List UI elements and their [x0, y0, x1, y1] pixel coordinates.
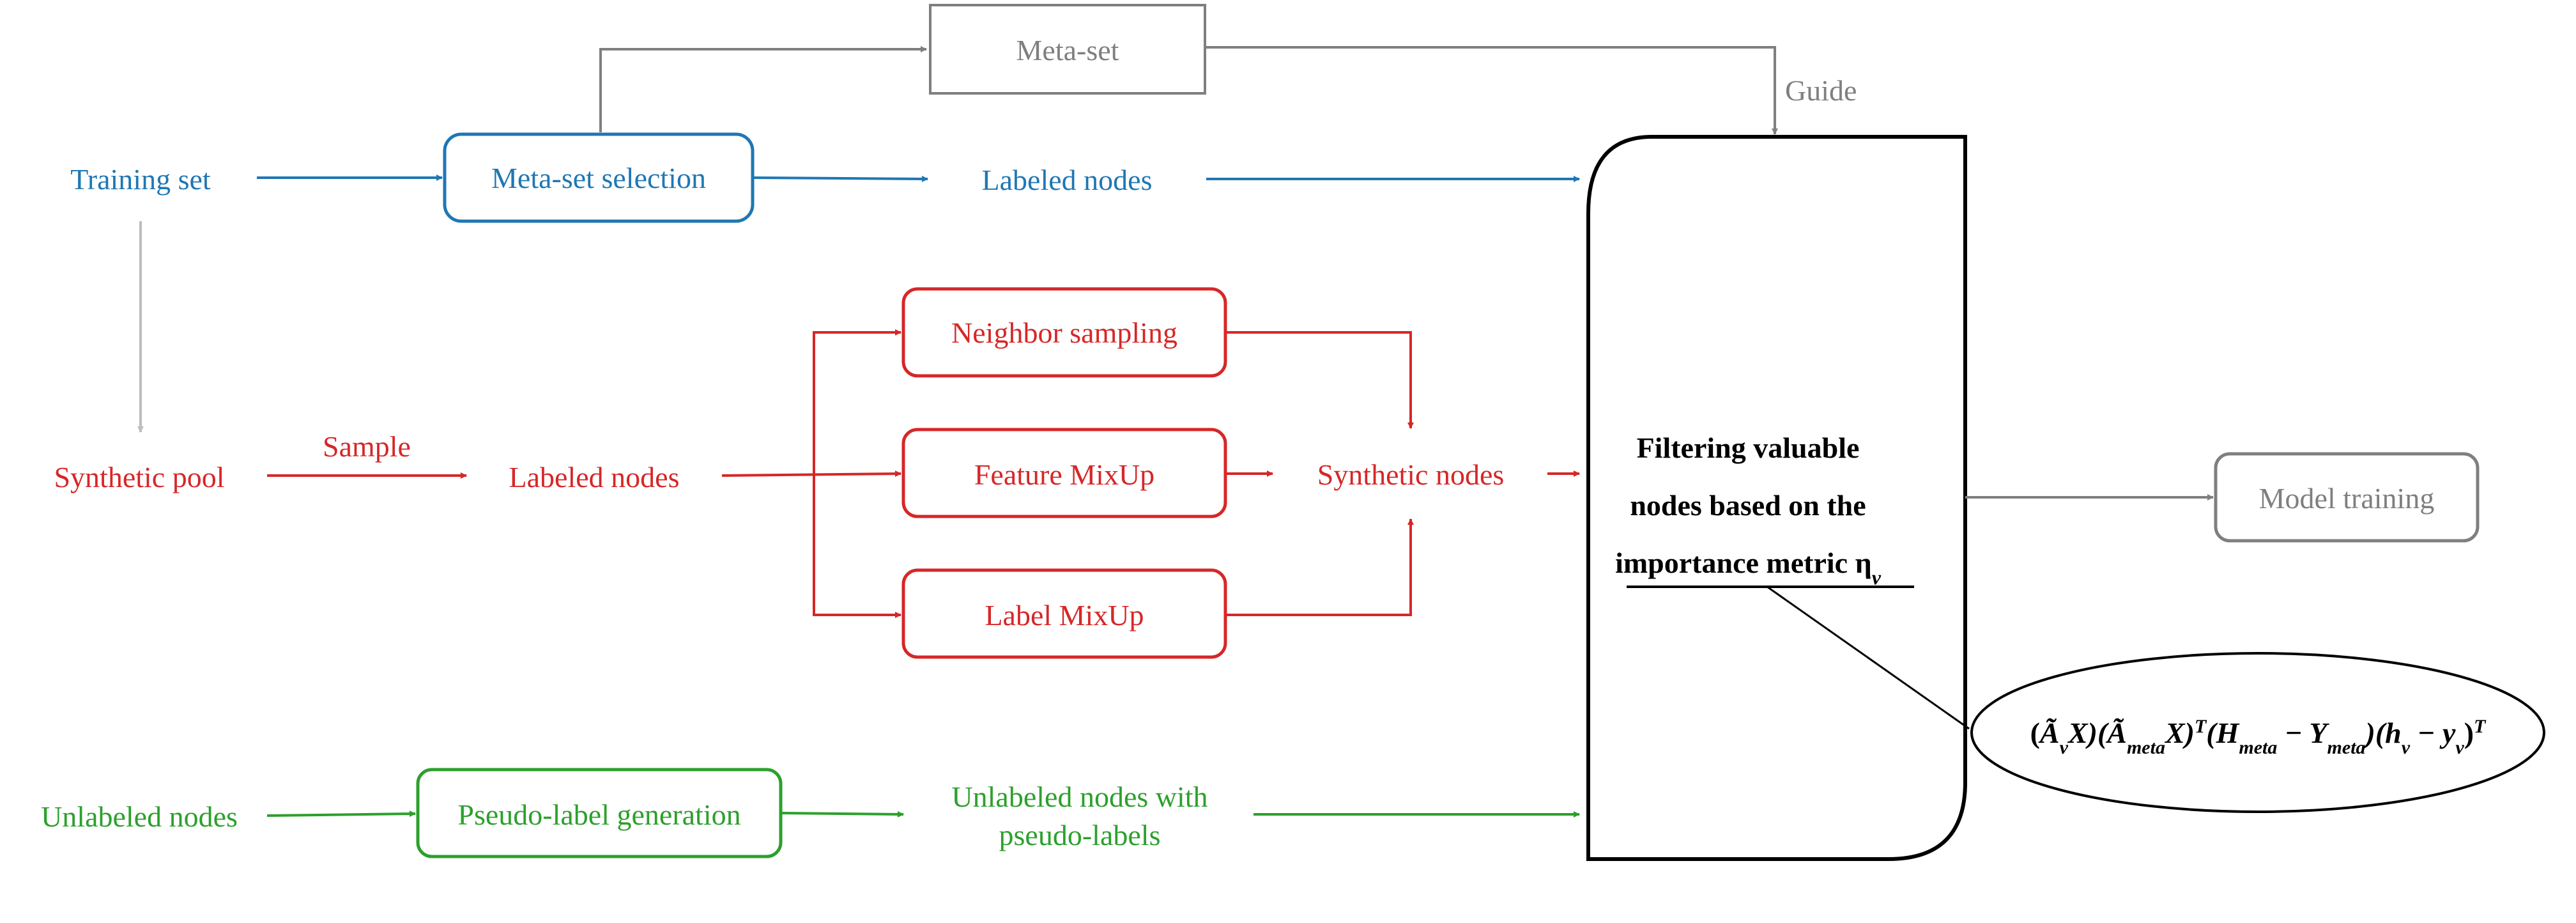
sample-label: Sample: [323, 430, 411, 463]
selection-to-labeled-arrow: [752, 175, 928, 182]
filter-box: [1586, 135, 1967, 861]
branch-to-label-mixup-arrow: [813, 476, 901, 618]
meta-selection-to-meta-set-arrow: [599, 46, 927, 132]
unlabeled-nodes-label: Unlabeled nodes: [41, 800, 238, 833]
neighbor-to-synthetic-arrow: [1225, 331, 1414, 429]
importance-formula: (ÃvX)(ÃmetaX)T(Hmeta − Ymeta)(hv − yv)T: [2030, 716, 2487, 758]
synthetic-nodes-label: Synthetic nodes: [1317, 458, 1505, 491]
guide-label: Guide: [1785, 74, 1857, 107]
meta-set-guide-arrow: [1205, 46, 1778, 135]
labeled-nodes-top-label: Labeled nodes: [982, 164, 1153, 196]
meta-set-box: [929, 4, 1206, 95]
model-training-label: Model training: [2259, 482, 2435, 515]
model-training-box: [2214, 452, 2480, 543]
formula-ellipse: [1970, 652, 2545, 813]
filter-line1: Filtering valuable: [1637, 431, 1860, 464]
neighbor-sampling-label: Neighbor sampling: [951, 316, 1177, 349]
pseudo-label-generation-label: Pseudo-label generation: [457, 798, 740, 831]
unlabeled-with-pseudo-line1: Unlabeled nodes with: [951, 780, 1208, 813]
synthetic-pool-label: Synthetic pool: [54, 461, 224, 493]
meta-set-label: Meta-set: [1016, 34, 1119, 66]
labeled-nodes-mid-label: Labeled nodes: [509, 461, 680, 493]
filter-line3: importance metric ηv: [1615, 547, 1882, 589]
unlabeled-with-pseudo-line2: pseudo-labels: [999, 819, 1161, 851]
branch-to-neighbor-sampling-arrow: [813, 329, 901, 476]
label-to-synthetic-arrow: [1225, 518, 1414, 616]
training-set-label: Training set: [70, 163, 211, 196]
pseudo-to-unlabeled-with-arrow: [780, 811, 904, 818]
feature-mixup-label: Feature MixUp: [974, 458, 1154, 491]
unlabeled-to-pseudo-arrow: [266, 811, 416, 818]
meta-set-selection-label: Meta-set selection: [491, 162, 706, 194]
label-mixup-label: Label MixUp: [985, 599, 1144, 632]
filter-line2: nodes based on the: [1630, 489, 1866, 522]
labeled-to-feature-mixup-arrow: [721, 470, 901, 477]
metric-to-formula-line: [1767, 586, 1970, 730]
